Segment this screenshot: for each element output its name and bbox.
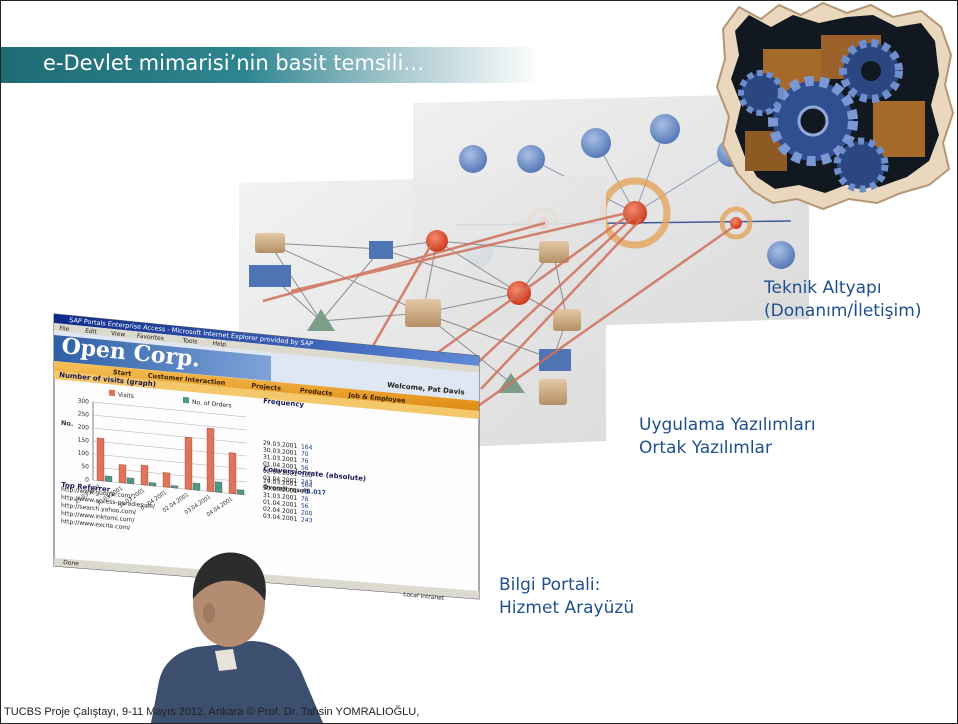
menu-item[interactable]: Tools <box>181 337 197 346</box>
conv-date: 29.03.2001 <box>263 478 297 488</box>
conv-date: 02.04.2001 <box>263 506 297 516</box>
status-zone: Local intranet <box>403 591 445 602</box>
conv-visits: 76 <box>301 495 309 503</box>
chart-bar <box>228 452 237 495</box>
layer-label-infrastructure: Teknik Altyapı (Donanım/İletişim) <box>764 277 921 323</box>
slide-footer: TUCBS Proje Çalıştayı, 9-11 Mayıs 2012, … <box>4 706 420 718</box>
menu-item[interactable]: View <box>111 330 126 338</box>
menu-item[interactable]: Favorites <box>137 333 165 343</box>
freq-overall-value: 1.017 <box>307 488 326 497</box>
chart-bar <box>126 477 135 485</box>
legend-label: No. of Orders <box>192 399 232 410</box>
chart-gridline <box>93 427 247 444</box>
chart-bar <box>236 489 245 495</box>
freq-visits: 70 <box>301 450 309 458</box>
layer-label-line: Uygulama Yazılımları <box>639 415 816 435</box>
chart-bar <box>192 482 201 491</box>
freq-visits: 200 <box>301 471 313 479</box>
chart-bar <box>104 475 113 483</box>
status-bar-text: Done <box>63 559 80 568</box>
chart-bar <box>214 481 223 493</box>
conversion-table: 29.03.2001 164 30.03.2001 70 31.03.2001 76 01.… <box>263 478 313 525</box>
freq-visits: 76 <box>301 457 309 465</box>
menu-item[interactable]: File <box>59 325 70 333</box>
chart-gridline <box>93 453 247 470</box>
chart-ytick-label: 250 <box>78 411 90 419</box>
nav-tab[interactable]: Start <box>113 368 132 378</box>
freq-visits: 243 <box>301 478 313 486</box>
layer-label-portal: Bilgi Portali: Hizmet Arayüzü <box>499 574 634 620</box>
legend-swatch <box>109 389 115 397</box>
conv-date: 31.03.2001 <box>263 492 297 502</box>
nav-tab[interactable]: Products <box>299 386 332 397</box>
freq-date: 02.04.2001 <box>263 468 297 478</box>
conv-visits: 70 <box>301 488 309 496</box>
chart-gridline <box>93 401 247 418</box>
frequency-table: 29.03.2001 164 30.03.2001 70 31.03.2001 76 01.… <box>263 440 326 497</box>
legend-swatch <box>183 396 189 404</box>
chart-ytick-label: 50 <box>81 463 89 471</box>
conv-date: 01.04.2001 <box>263 499 297 509</box>
chart-ylabel: No. <box>61 419 73 428</box>
conv-visits: 164 <box>301 481 313 489</box>
conv-visits: 56 <box>301 502 309 510</box>
chart-ytick-label: 100 <box>78 450 90 458</box>
nav-tab[interactable]: Projects <box>251 382 282 393</box>
conv-date: 30.03.2001 <box>263 485 297 495</box>
chart-ytick-label: 200 <box>78 424 90 432</box>
freq-date: 29.03.2001 <box>263 440 297 450</box>
legend-label: Visits <box>118 391 134 400</box>
freq-date: 31.03.2001 <box>263 454 297 464</box>
layer-label-applications: Uygulama Yazılımları Ortak Yazılımlar <box>639 414 816 460</box>
portal-window: SAP Portals Enterprise Access - Microsof… <box>53 313 480 602</box>
chart-ytick-label: 300 <box>78 398 90 406</box>
menu-item[interactable]: Edit <box>85 328 98 336</box>
layer-label-line: Hizmet Arayüzü <box>499 598 635 618</box>
chart-gridline <box>93 414 247 431</box>
chart-ytick-label: 150 <box>78 437 90 445</box>
freq-visits: 164 <box>301 443 313 451</box>
chart-bar <box>118 464 127 484</box>
title-bar <box>1 47 541 83</box>
slide-title: e-Devlet mimarisi’nin basit temsili… <box>43 51 425 75</box>
conv-visits: 200 <box>301 509 313 517</box>
conv-date: 03.04.2001 <box>263 513 297 523</box>
freq-visits: 56 <box>301 464 309 472</box>
chart-bar <box>148 482 157 487</box>
gears-image <box>715 1 955 211</box>
freq-date: 30.03.2001 <box>263 447 297 457</box>
chart-gridline <box>93 440 247 457</box>
person-figure <box>151 552 323 723</box>
conv-visits: 243 <box>301 516 313 524</box>
chart-bar <box>162 472 171 488</box>
freq-overall-label: Overall result <box>263 484 309 496</box>
chart-bar <box>170 485 179 489</box>
layer-label-line: Bilgi Portali: <box>499 575 601 595</box>
layer-label-line: (Donanım/İletişim) <box>764 301 922 321</box>
chart-bar <box>184 436 193 490</box>
chart-bar <box>206 427 215 493</box>
menu-item[interactable]: Help <box>212 340 226 348</box>
layer-label-line: Teknik Altyapı <box>764 278 882 298</box>
freq-date: 01.04.2001 <box>263 461 297 471</box>
chart-ytick-label: 0 <box>85 476 89 483</box>
freq-date: 03.04.2001 <box>263 475 297 485</box>
chart-bar <box>96 437 105 482</box>
chart-bar <box>140 464 149 486</box>
layer-label-line: Ortak Yazılımlar <box>639 438 772 458</box>
